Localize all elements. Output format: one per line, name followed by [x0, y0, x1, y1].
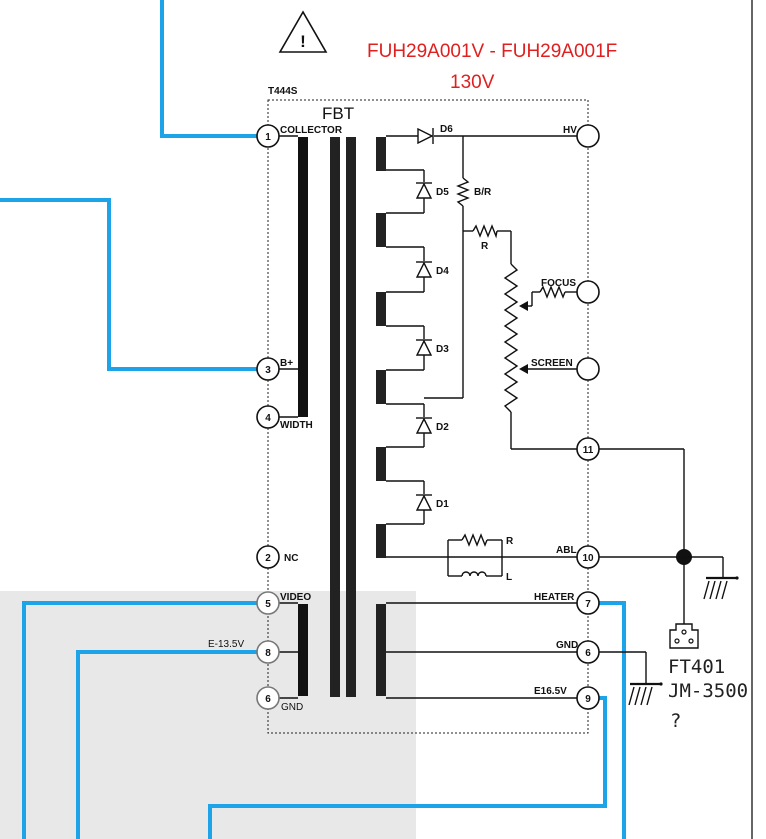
diode-label-d2: D2 [436, 422, 449, 433]
svg-text:5: 5 [265, 599, 271, 610]
core-bar-2 [346, 137, 356, 697]
diode-d1 [415, 494, 433, 511]
warning-triangle-icon: ! [278, 10, 328, 53]
video-winding [298, 604, 308, 696]
pin-label-video: VIDEO [280, 592, 311, 603]
core-bar-1 [330, 137, 340, 697]
model-title: FUH29A001V - FUH29A001F [367, 41, 617, 62]
pin-label-nc: NC [284, 553, 298, 564]
diode-label-d4: D4 [436, 266, 449, 277]
external-wiring [599, 448, 724, 684]
wire-heater [597, 601, 626, 839]
svg-text:10: 10 [582, 553, 594, 564]
inductor-label: L [506, 572, 512, 583]
screen-tap [519, 364, 578, 374]
resistor-label-r1: R [481, 241, 489, 252]
focus-tap [519, 285, 578, 311]
diode-d6 [417, 127, 434, 145]
right-pin-10: 10 [576, 545, 600, 569]
svg-text:2: 2 [265, 553, 271, 564]
diode-label-d3: D3 [436, 344, 449, 355]
ground-symbol-1 [703, 576, 739, 600]
pin-label-bplus: B+ [280, 358, 293, 369]
diode-label-d5: D5 [436, 187, 449, 198]
left-pin-2: 2 [256, 545, 280, 569]
secondary-windings [376, 137, 386, 558]
right-pin-7: 7 [576, 591, 600, 615]
svg-text:9: 9 [585, 694, 591, 705]
left-pin-4: 4 [256, 405, 280, 429]
pin-label-focus: FOCUS [541, 278, 576, 289]
right-pin-hv [576, 124, 600, 148]
connector-icon [669, 623, 699, 649]
svg-text:6: 6 [265, 694, 271, 705]
svg-text:!: ! [300, 32, 306, 51]
component-type: FBT [322, 104, 354, 123]
right-pin-11: 11 [576, 437, 600, 461]
pin-label-heater: HEATER [534, 592, 575, 603]
diode-d2 [415, 417, 433, 434]
component-ref: T444S [268, 86, 298, 97]
diode-d3 [415, 339, 433, 356]
diode-label-d1: D1 [436, 499, 449, 510]
heater-winding [376, 604, 386, 696]
pin-label-screen: SCREEN [531, 358, 573, 369]
right-pin-9: 9 [576, 686, 600, 710]
svg-text:8: 8 [265, 648, 271, 659]
pin-label-width: WIDTH [280, 420, 313, 431]
diode-label-d6: D6 [440, 124, 453, 135]
wire-collector [160, 0, 258, 138]
left-pin-wires [279, 135, 298, 699]
svg-text:3: 3 [265, 365, 271, 376]
primary-winding [298, 137, 308, 417]
left-pin-5: 5 [256, 591, 280, 615]
svg-text:1: 1 [265, 132, 271, 143]
pin-label-collector: COLLECTOR [280, 125, 343, 136]
resistor-br [456, 177, 470, 207]
svg-text:4: 4 [265, 413, 271, 424]
ground-symbol-2 [628, 682, 663, 706]
wire-e165 [208, 696, 607, 839]
pin-label-e165: E16.5V [534, 686, 567, 697]
resistor-r1 [472, 224, 498, 239]
resistor-label-br: B/R [474, 187, 492, 198]
diode-d5 [415, 182, 433, 199]
ladder-wiring [386, 135, 578, 558]
pin-label-e135: E-13.5V [208, 639, 244, 650]
right-pin-6: 6 [576, 640, 600, 664]
left-pin-6: 6 [256, 686, 280, 710]
left-pin-3: 3 [256, 357, 280, 381]
right-pin-screen [576, 357, 600, 381]
pin-label-abl: ABL [556, 545, 577, 556]
wire-video [22, 601, 258, 839]
wire-e135 [76, 650, 258, 839]
ft401-part: JM-3500 [668, 680, 748, 702]
wire-bplus [0, 198, 258, 371]
right-pin-focus [576, 280, 600, 304]
pin-label-gnd-left: GND [281, 702, 303, 713]
resistor-label-r2: R [506, 536, 514, 547]
svg-text:7: 7 [585, 599, 591, 610]
pin-label-hv: HV [563, 125, 577, 136]
ft401-note: ? [670, 710, 681, 732]
resistor-divider [503, 263, 519, 413]
svg-text:11: 11 [583, 445, 594, 456]
svg-text:6: 6 [585, 648, 591, 659]
pin-label-gnd-right: GND [556, 640, 578, 651]
ft401-ref: FT401 [668, 656, 725, 678]
right-lower-wires [386, 602, 578, 699]
left-pin-8: 8 [256, 640, 280, 664]
diode-d4 [415, 261, 433, 278]
left-pin-1: 1 [256, 124, 280, 148]
voltage-title: 130V [450, 72, 495, 93]
abl-network [447, 533, 503, 577]
